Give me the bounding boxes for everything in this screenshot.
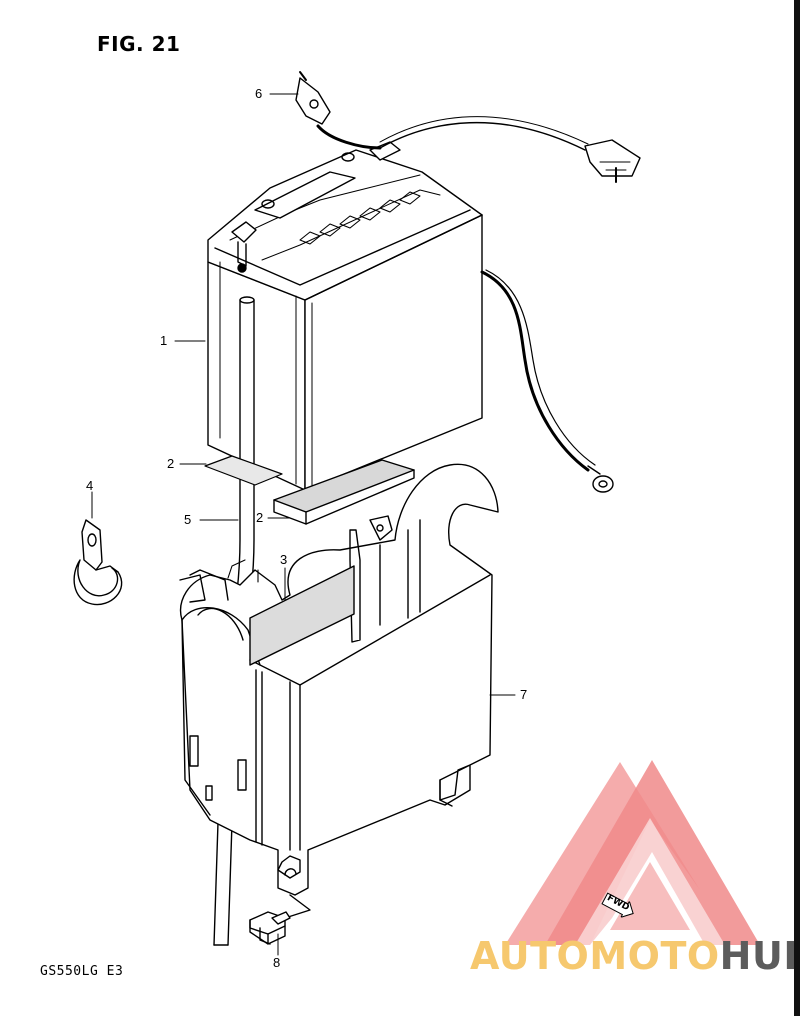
positive-lead	[295, 71, 641, 183]
mounting-bolt	[249, 911, 291, 945]
callout-8: 8	[273, 955, 281, 970]
hose-clamp	[73, 519, 123, 606]
leader-lines	[91, 93, 516, 956]
callout-1: 1	[160, 333, 168, 348]
model-code: GS550LG E3	[40, 964, 124, 979]
callout-7: 7	[520, 687, 528, 702]
figure-title: FIG. 21	[97, 32, 181, 56]
battery-case	[179, 463, 499, 919]
callout-5: 5	[184, 512, 192, 527]
callout-6: 6	[255, 86, 263, 101]
battery	[207, 141, 483, 491]
ground-lead	[480, 269, 614, 493]
scan-edge	[794, 0, 800, 1016]
callout-2-upper: 2	[167, 456, 175, 471]
watermark-text: AUTOMOTOHUB	[470, 934, 800, 978]
callout-3: 3	[280, 552, 288, 567]
watermark-part2: HUB	[719, 934, 800, 978]
fwd-arrow: FWD	[600, 890, 638, 922]
watermark-logo	[505, 760, 760, 945]
callout-4: 4	[86, 478, 94, 493]
callout-2-lower: 2	[256, 510, 264, 525]
fwd-arrow-icon	[601, 892, 634, 919]
watermark-part1: AUTOMOTO	[470, 934, 720, 978]
